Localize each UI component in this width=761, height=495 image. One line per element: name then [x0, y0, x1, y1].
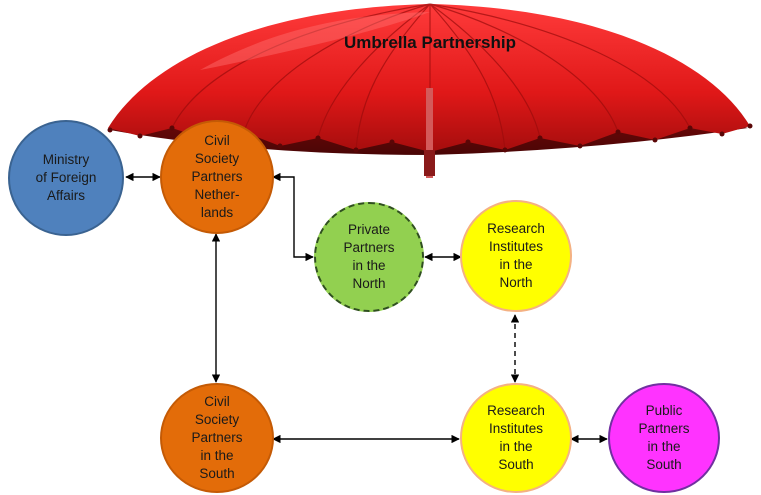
- node-research-south: Research Institutes in the South: [460, 383, 572, 493]
- node-ministry: Ministry of Foreign Affairs: [8, 120, 124, 236]
- node-civil-south-label: Civil Society Partners in the South: [191, 394, 243, 481]
- node-civil-society-south: Civil Society Partners in the South: [160, 383, 274, 493]
- node-private-partners-north: Private Partners in the North: [314, 202, 424, 312]
- node-civil-society-netherlands: Civil Society Partners Nether- lands: [160, 120, 274, 234]
- diagram-title: Umbrella Partnership: [344, 33, 516, 52]
- node-public-partners-south: Public Partners in the South: [608, 383, 720, 493]
- node-public-south-label: Public Partners in the South: [638, 403, 690, 472]
- arrow-civil-nl-private-north: [272, 172, 314, 262]
- node-research-north: Research Institutes in the North: [460, 200, 572, 312]
- node-civil-nl-label: Civil Society Partners Nether- lands: [191, 133, 243, 220]
- node-private-north-label: Private Partners in the North: [343, 222, 395, 291]
- umbrella-illustration: [107, 3, 753, 178]
- node-research-north-label: Research Institutes in the North: [487, 221, 545, 290]
- connectors: [125, 172, 608, 444]
- node-research-south-label: Research Institutes in the South: [487, 403, 545, 472]
- node-ministry-label: Ministry of Foreign Affairs: [35, 152, 97, 203]
